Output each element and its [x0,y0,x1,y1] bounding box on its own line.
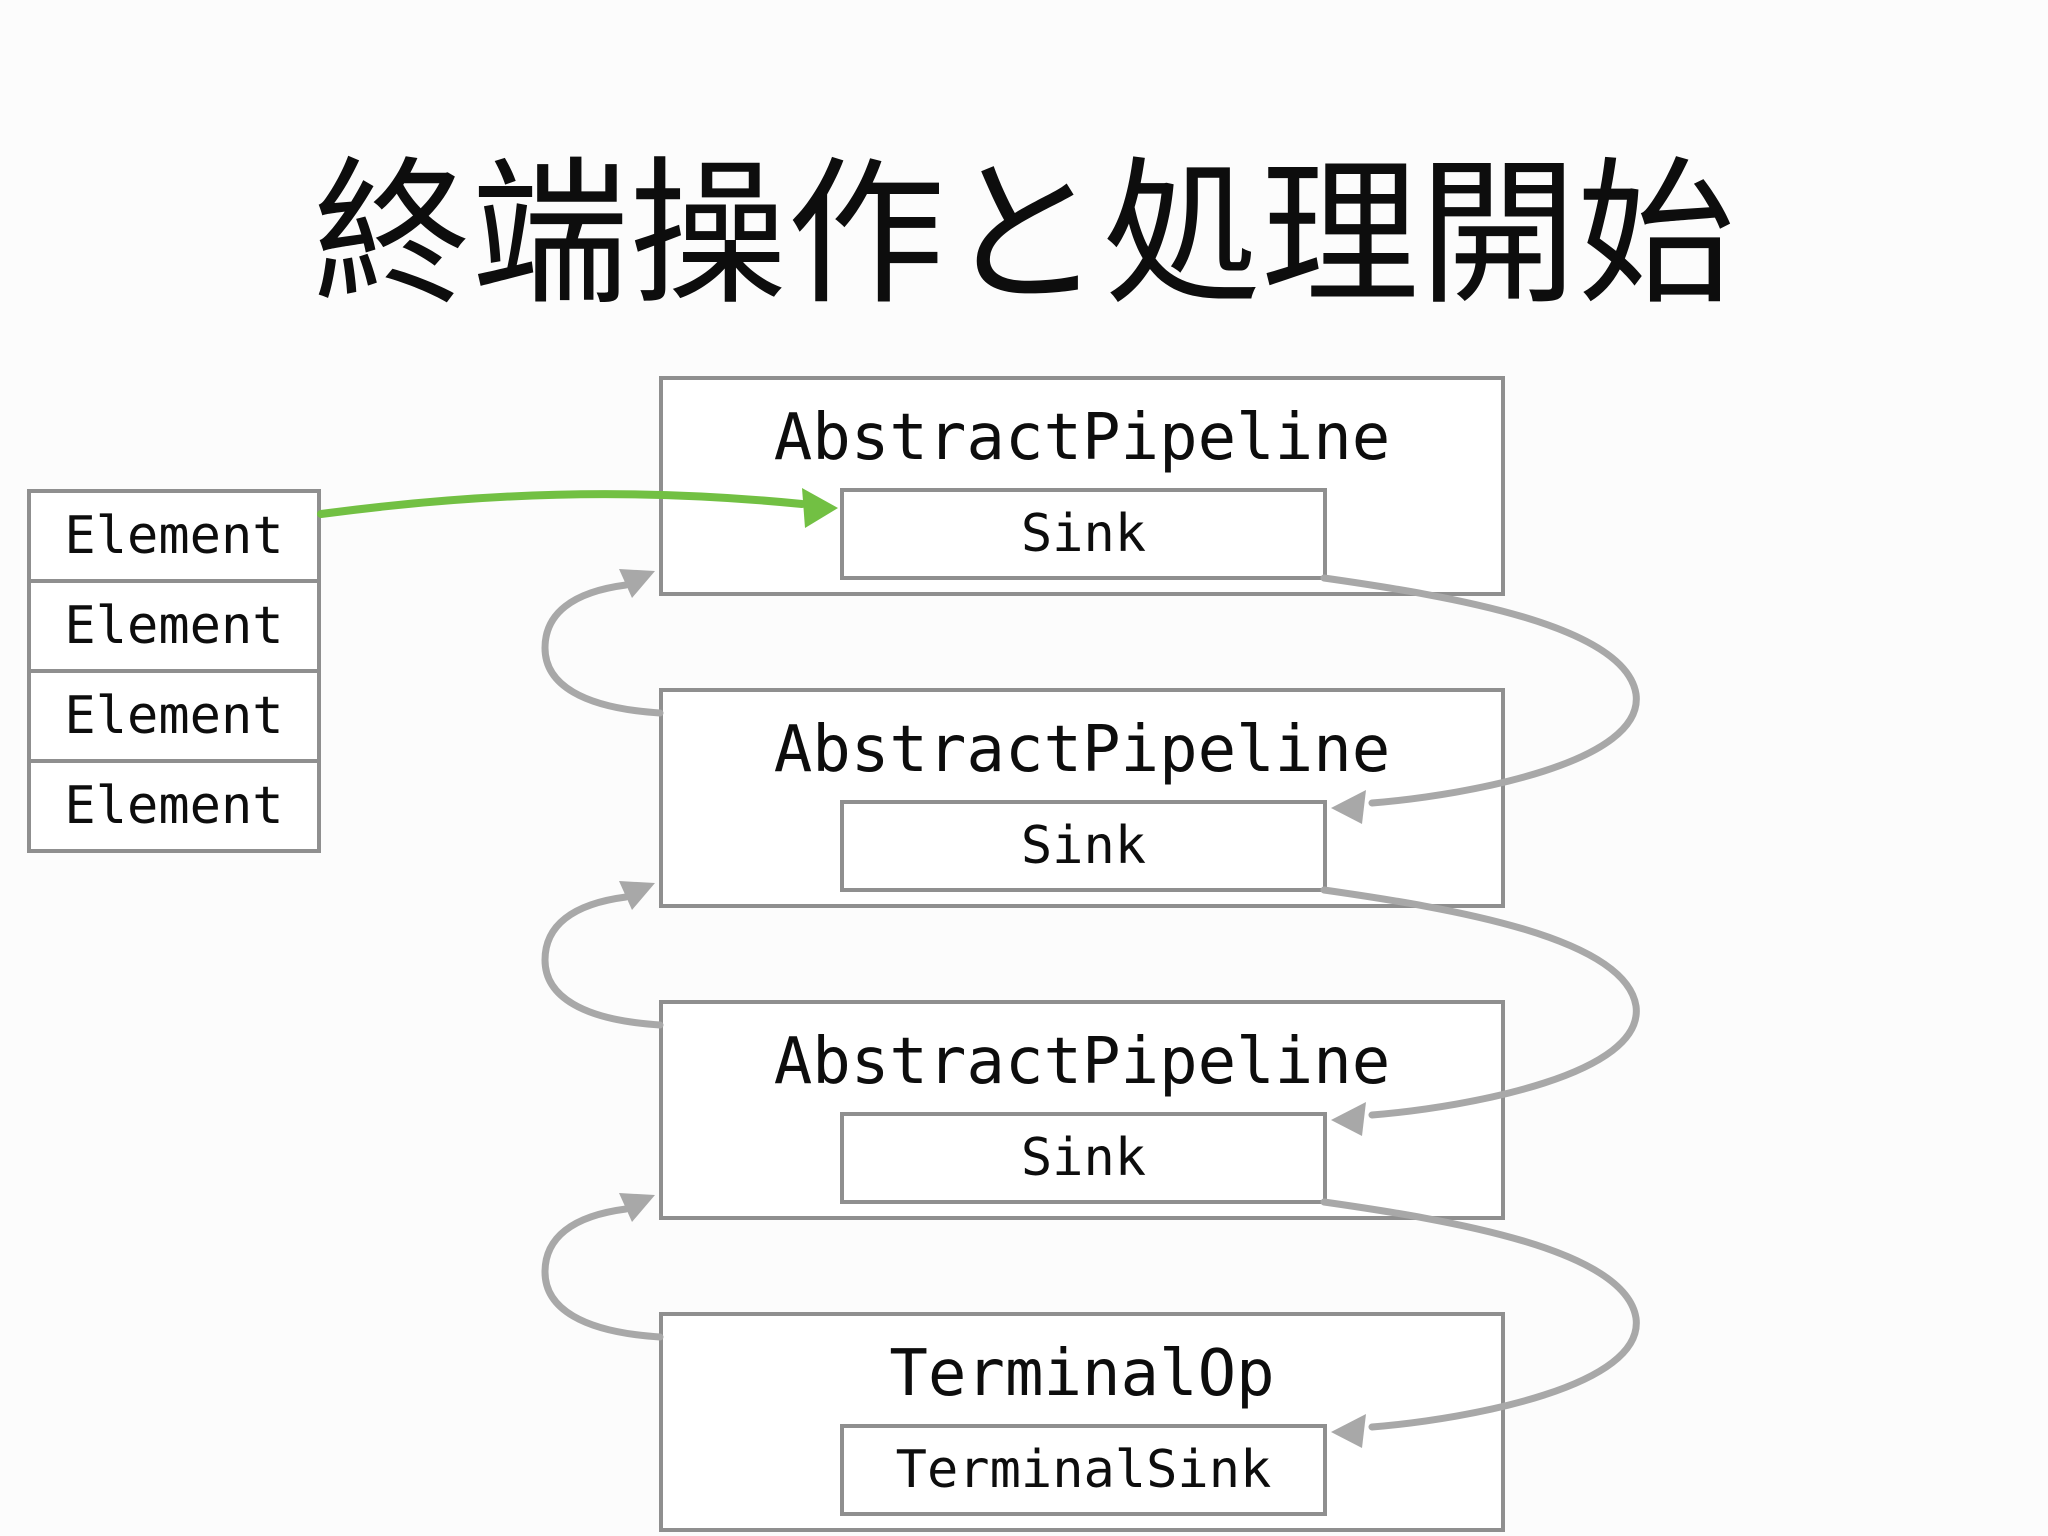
pipeline-box-2: AbstractPipeline Sink [659,688,1505,908]
slide-title: 終端操作と処理開始 [313,147,1735,323]
terminal-sink-label: TerminalSink [895,1440,1272,1500]
element-label: Element [64,686,284,746]
element-label: Element [64,596,284,656]
element-row: Element [27,669,321,763]
terminal-sink-box: TerminalSink [840,1424,1327,1516]
sink-label: Sink [1020,1128,1147,1188]
pipeline-label: AbstractPipeline [773,1025,1391,1099]
upstream-arrow-3-head [619,1193,655,1222]
pipeline-box-3: AbstractPipeline Sink [659,1000,1505,1220]
element-label: Element [64,506,284,566]
pipeline-box-1: AbstractPipeline Sink [659,376,1505,596]
pipeline-label: AbstractPipeline [773,401,1391,475]
upstream-arrow-3-shaft [541,1205,664,1341]
pipeline-label: AbstractPipeline [773,713,1391,787]
upstream-arrow-1-head [619,569,655,598]
element-stack: Element Element Element Element [27,489,321,853]
sink-box: Sink [840,488,1327,580]
sink-box: Sink [840,1112,1327,1204]
upstream-arrow-2-head [619,881,655,910]
upstream-arrow-2-shaft [541,893,664,1029]
sink-box: Sink [840,800,1327,892]
sink-label: Sink [1020,504,1147,564]
element-row: Element [27,759,321,853]
upstream-arrow-1-shaft [541,581,664,717]
element-row: Element [27,579,321,673]
element-label: Element [64,776,284,836]
element-row: Element [27,489,321,583]
sink-label: Sink [1020,816,1147,876]
terminal-op-label: TerminalOp [889,1337,1275,1411]
terminal-op-box: TerminalOp TerminalSink [659,1312,1505,1532]
